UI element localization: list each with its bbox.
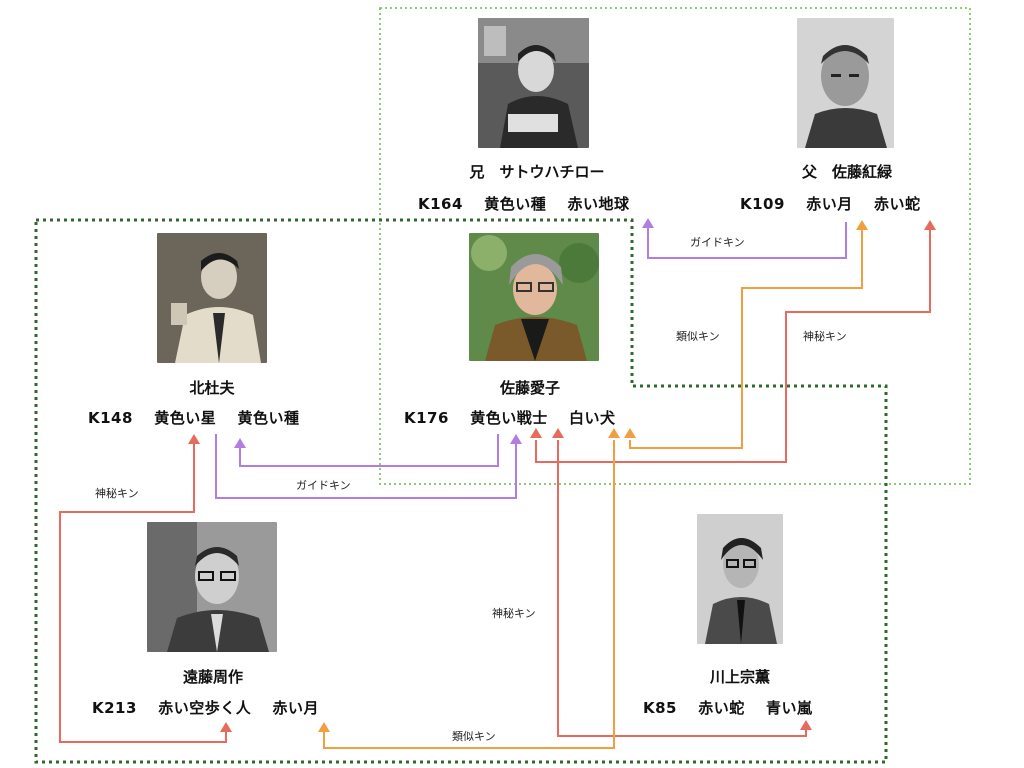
seal-2: 黄色い種 (237, 409, 300, 427)
photo-aiko (469, 233, 599, 361)
kin-row-aiko: K176 黄色い戦士 白い犬 (404, 407, 615, 428)
photo-kawakami (697, 514, 783, 644)
seal-1: 赤い蛇 (698, 699, 745, 717)
label-mystic-center: 神秘キン (492, 607, 536, 620)
label-guide-top: ガイドキン (690, 236, 745, 249)
seal-1: 黄色い星 (154, 409, 217, 427)
kin-row-hachiro: K164 黄色い種 赤い地球 (418, 193, 629, 214)
photo-hachiro (478, 18, 589, 148)
seal-2: 青い嵐 (766, 699, 813, 717)
label-analog-top: 類似キン (676, 330, 720, 343)
seal-2: 白い犬 (568, 409, 616, 427)
photo-koroku (797, 18, 894, 148)
kin-number: K85 (643, 699, 677, 717)
label-analog-bottom: 類似キン (452, 730, 496, 743)
seal-1: 黄色い種 (484, 195, 547, 213)
label-mystic-top: 神秘キン (803, 330, 847, 343)
label-mystic-left: 神秘キン (95, 487, 139, 500)
kin-number: K213 (92, 699, 137, 717)
photo-endo (147, 522, 277, 652)
kin-number: K109 (740, 195, 785, 213)
seal-1: 黄色い戦士 (470, 409, 548, 427)
name-koroku: 父 佐藤紅緑 (801, 163, 893, 181)
photo-kita (157, 233, 267, 363)
guide-line-kita-aiko (215, 434, 522, 499)
seal-2: 赤い月 (272, 699, 319, 717)
kin-row-endo: K213 赤い空歩く人 赤い月 (92, 697, 319, 718)
name-endo: 遠藤周作 (182, 668, 244, 686)
seal-1: 赤い月 (806, 195, 853, 213)
kin-number: K176 (404, 409, 449, 427)
kin-number: K164 (418, 195, 463, 213)
name-hachiro: 兄 サトウハチロー (469, 163, 605, 181)
seal-2: 赤い蛇 (873, 195, 921, 213)
name-kita: 北杜夫 (189, 379, 235, 397)
kin-row-kita: K148 黄色い星 黄色い種 (88, 407, 299, 428)
analog-line-aiko-endo (318, 428, 620, 749)
seal-1: 赤い空歩く人 (158, 699, 252, 717)
name-aiko: 佐藤愛子 (499, 379, 561, 397)
kin-number: K148 (88, 409, 133, 427)
label-guide-mid: ガイドキン (296, 479, 351, 492)
name-kawakami: 川上宗薫 (709, 668, 771, 686)
kin-row-koroku: K109 赤い月 赤い蛇 (740, 193, 920, 214)
kin-row-kawakami: K85 赤い蛇 青い嵐 (643, 697, 813, 718)
seal-2: 赤い地球 (567, 195, 630, 213)
